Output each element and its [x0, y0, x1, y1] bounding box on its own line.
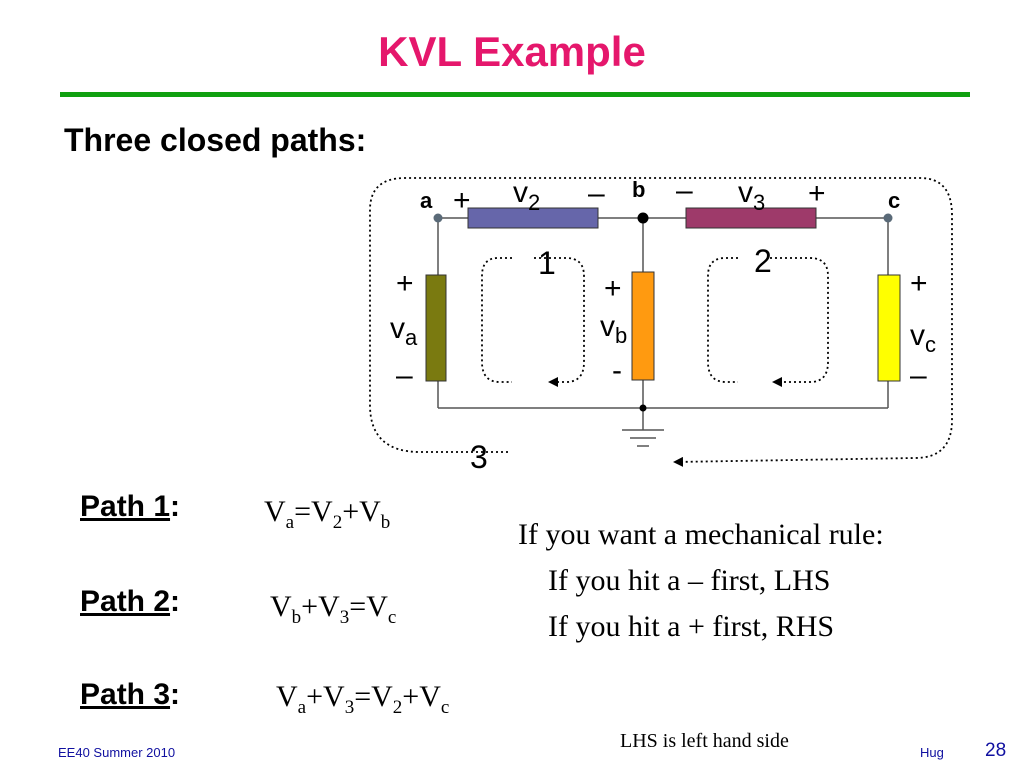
- vb-label: vb: [600, 310, 627, 348]
- v2-label: v2: [513, 176, 540, 215]
- element-va: [425, 274, 447, 382]
- vc-plus: +: [910, 267, 928, 300]
- v2-plus: +: [453, 184, 471, 217]
- vc-label: vc: [910, 319, 936, 357]
- wires: [437, 217, 889, 447]
- va-label: va: [390, 312, 418, 350]
- v3-plus: +: [808, 177, 826, 210]
- node-c: [883, 213, 893, 223]
- loop-1-label: 1: [538, 245, 556, 281]
- node-a-label: a: [420, 188, 433, 213]
- loop1-right: [534, 257, 585, 387]
- vb-plus: +: [604, 272, 622, 305]
- lhs-note: LHS is left hand side: [620, 730, 789, 752]
- v3-minus: –: [676, 174, 693, 207]
- slide-title: KVL Example: [378, 28, 646, 75]
- path-3-label: Path 3:: [80, 678, 181, 711]
- resistor-v3: [685, 207, 817, 229]
- subtitle: Three closed paths:: [64, 122, 367, 158]
- path-2-equation: Vb+V3=Vc: [270, 590, 397, 628]
- path-1-label: Path 1:: [80, 490, 181, 523]
- loop3-outer: [369, 177, 953, 467]
- rule-line-1: If you want a mechanical rule:: [518, 518, 884, 551]
- footer-author: Hug: [920, 745, 944, 760]
- path-3-equation: Va+V3=V2+Vc: [276, 680, 450, 718]
- v3-label: v3: [738, 176, 765, 215]
- loop-2-label: 2: [754, 243, 772, 279]
- node-a: [433, 213, 443, 223]
- rule-line-2: If you hit a – first, LHS: [548, 564, 831, 597]
- footer-course: EE40 Summer 2010: [58, 745, 176, 760]
- footer-page-number: 28: [985, 740, 1007, 761]
- path-1-equation: Va=V2+Vb: [264, 495, 391, 533]
- vb-minus: -: [612, 354, 622, 387]
- element-vc: [877, 274, 901, 382]
- path-2-label: Path 2:: [80, 585, 181, 618]
- va-plus: +: [396, 267, 414, 300]
- title-divider: [60, 92, 970, 97]
- node-c-label: c: [888, 188, 900, 213]
- loop2-right: [770, 257, 829, 387]
- node-b: [637, 212, 649, 224]
- node-bottom: [639, 404, 647, 412]
- resistor-v2: [467, 207, 599, 229]
- node-b-label: b: [632, 177, 645, 202]
- loop1-left: [481, 257, 512, 383]
- loop-3-label: 3: [470, 439, 488, 475]
- vc-minus: –: [910, 359, 927, 392]
- v2-minus: –: [588, 177, 605, 210]
- loop2-left: [707, 257, 738, 383]
- loop-paths: [369, 177, 953, 467]
- rule-line-3: If you hit a + first, RHS: [548, 610, 835, 643]
- element-vb: [631, 271, 655, 381]
- va-minus: –: [396, 359, 413, 392]
- mechanical-rule: If you want a mechanical rule: If you hi…: [518, 512, 884, 650]
